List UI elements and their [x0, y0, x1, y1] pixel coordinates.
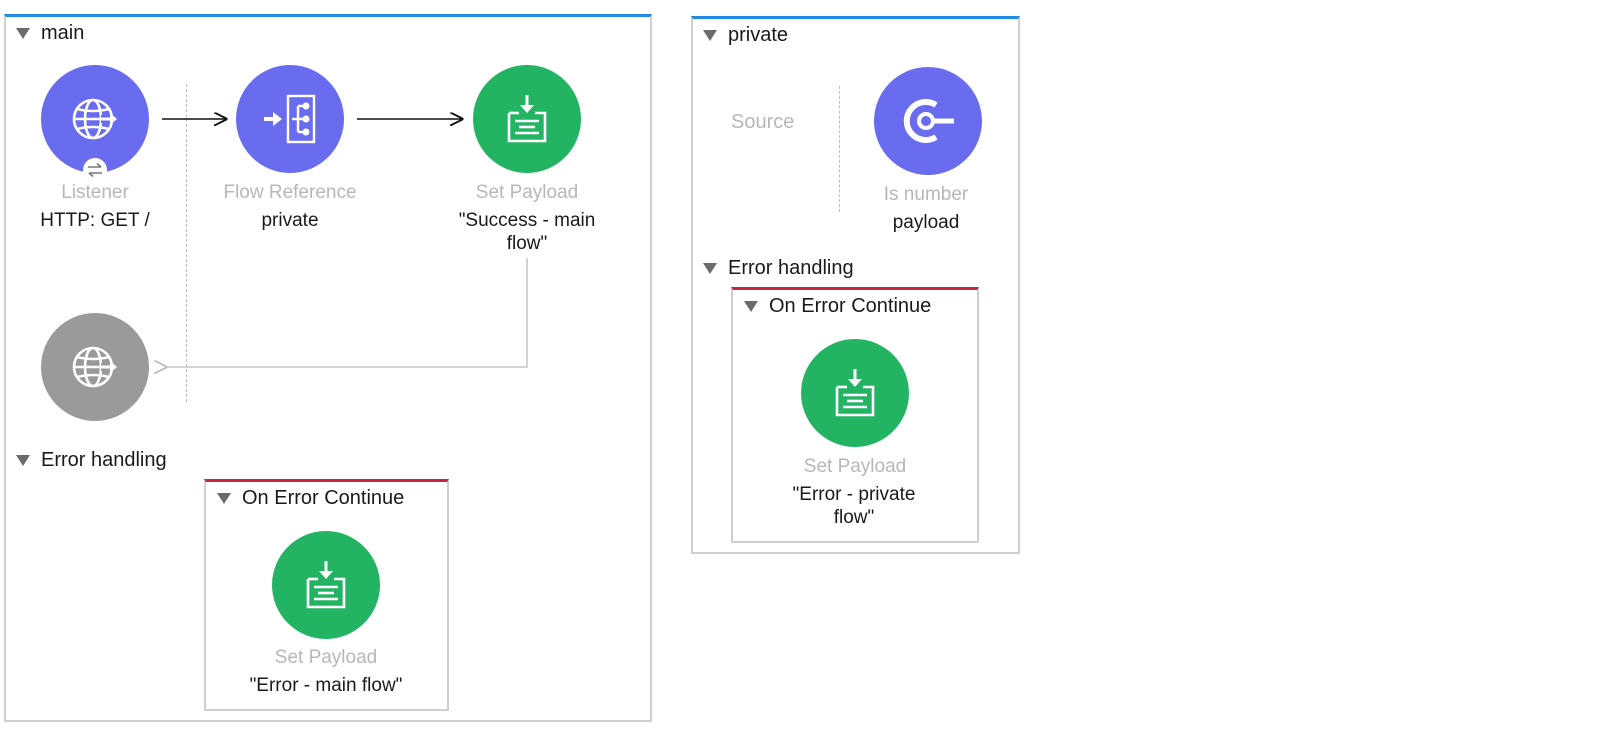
globe-arrow-icon: [67, 339, 123, 395]
private-error-set-payload-type-label: Set Payload: [803, 456, 907, 477]
main-flow-container: [4, 14, 652, 722]
is-number-type-label: Is number: [883, 184, 969, 205]
listener-type-label: Listener: [61, 182, 129, 203]
set-payload-icon: [499, 91, 555, 147]
main-error-handling-title: Error handling: [41, 449, 167, 471]
private-source-separator: [839, 86, 840, 212]
flow-reference-name-label: private: [261, 210, 319, 231]
private-on-error-continue-scope: [731, 287, 979, 543]
main-on-error-continue-title: On Error Continue: [242, 487, 405, 509]
main-on-error-continue-header[interactable]: On Error Continue: [217, 487, 404, 510]
response-node[interactable]: [41, 313, 149, 421]
main-error-handling-header[interactable]: Error handling: [16, 449, 167, 472]
is-number-name-label: payload: [892, 212, 960, 233]
main-flow-title: main: [41, 22, 85, 44]
main-flow-connectors: [0, 0, 528, 420]
main-error-set-payload-type-label: Set Payload: [274, 647, 378, 668]
main-error-set-payload-name-label: "Error - main flow": [249, 675, 403, 696]
private-on-error-continue-header[interactable]: On Error Continue: [744, 295, 931, 318]
return-arrow: [166, 258, 528, 367]
flow-reference-type-label: Flow Reference: [223, 182, 357, 203]
main-on-error-continue-scope: [204, 479, 449, 711]
flow-reference-icon: [260, 91, 320, 147]
flow-reference-node[interactable]: [236, 65, 344, 173]
globe-arrow-icon: [67, 91, 123, 147]
listener-name-label: HTTP: GET /: [40, 210, 150, 231]
collapse-triangle-icon[interactable]: [16, 455, 30, 466]
collapse-triangle-icon[interactable]: [16, 28, 30, 39]
private-flow-container: [691, 16, 1020, 554]
set-payload-name-label: "Success - main flow": [458, 210, 596, 254]
collapse-triangle-icon[interactable]: [744, 301, 758, 312]
main-flow-header[interactable]: main: [16, 22, 84, 45]
main-error-set-payload-node[interactable]: [272, 531, 380, 639]
private-error-handling-header[interactable]: Error handling: [703, 257, 854, 280]
private-flow-title: private: [728, 24, 789, 46]
source-placeholder[interactable]: Source: [731, 111, 795, 133]
set-payload-icon: [298, 557, 354, 613]
set-payload-node[interactable]: [473, 65, 581, 173]
private-flow-header[interactable]: private: [703, 24, 788, 47]
listener-node[interactable]: [41, 65, 149, 173]
is-number-node[interactable]: [874, 67, 982, 175]
collapse-triangle-icon[interactable]: [217, 493, 231, 504]
collapse-triangle-icon[interactable]: [703, 263, 717, 274]
validation-icon: [898, 93, 958, 149]
private-error-handling-title: Error handling: [728, 257, 854, 279]
exchange-arrows-icon: [86, 162, 104, 178]
set-payload-type-label: Set Payload: [475, 182, 579, 203]
private-on-error-continue-title: On Error Continue: [769, 295, 932, 317]
listener-badge: [83, 158, 107, 182]
private-error-set-payload-name-label: "Error - private flow": [792, 484, 916, 528]
set-payload-icon: [827, 365, 883, 421]
private-error-set-payload-node[interactable]: [801, 339, 909, 447]
source-separator: [186, 84, 187, 402]
collapse-triangle-icon[interactable]: [703, 30, 717, 41]
